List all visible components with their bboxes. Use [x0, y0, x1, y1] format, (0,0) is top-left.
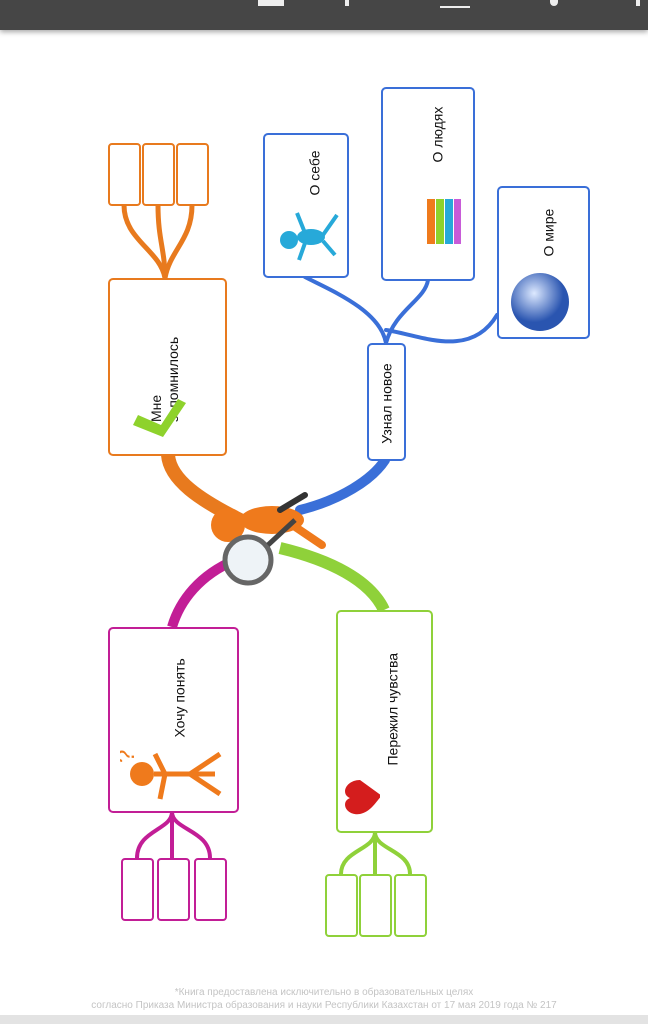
toolbar-icon[interactable] [550, 0, 558, 6]
empty-answer-box[interactable] [194, 858, 227, 921]
learned-node: Узнал новое [367, 343, 406, 461]
remembered-node: Мне запомнилось [108, 278, 227, 456]
blue-branch [295, 275, 499, 515]
toolbar-icon[interactable] [258, 0, 284, 6]
empty-answer-box[interactable] [325, 874, 358, 937]
footer-line-2: согласно Приказа Министра образования и … [91, 1000, 557, 1011]
empty-answer-box[interactable] [157, 858, 190, 921]
question-figure-icon: ? [120, 750, 222, 800]
green-sub-branches [339, 831, 412, 875]
empty-answer-box[interactable] [108, 143, 141, 206]
empty-answer-box[interactable] [142, 143, 175, 206]
want-understand-node: Хочу понять ? [108, 627, 239, 813]
want-understand-label: Хочу понять [171, 658, 188, 738]
about-people-label: О людях [429, 106, 446, 163]
figure-with-magnifier-icon [211, 492, 326, 586]
about-self-node: О себе [263, 133, 349, 278]
svg-text:?: ? [120, 750, 140, 763]
toolbar-icon[interactable] [440, 0, 470, 8]
heart-icon [345, 780, 380, 815]
viewer-toolbar [0, 0, 648, 30]
empty-answer-box[interactable] [121, 858, 154, 921]
about-people-node: О людях [381, 87, 475, 281]
felt-node: Пережил чувства [336, 610, 433, 833]
empty-answer-box[interactable] [176, 143, 209, 206]
felt-label: Пережил чувства [384, 652, 401, 766]
about-self-label: О себе [306, 150, 323, 196]
magenta-sub-branches [135, 811, 212, 859]
toolbar-icon[interactable] [345, 0, 349, 6]
empty-answer-box[interactable] [394, 874, 427, 937]
green-branch [278, 542, 390, 613]
about-world-label: О мире [540, 208, 557, 257]
person-icon [280, 212, 339, 261]
footer-line-1: *Книга предоставлена исключительно в обр… [174, 987, 474, 998]
empty-answer-box[interactable] [359, 874, 392, 937]
globe-icon [511, 273, 569, 331]
people-icon [427, 199, 461, 244]
learned-label: Узнал новое [378, 363, 395, 444]
about-world-node: О мире [497, 186, 590, 339]
copyright-notice: *Книга предоставлена исключительно в обр… [0, 986, 648, 1012]
toolbar-icon[interactable] [636, 0, 640, 6]
checkmark-icon [133, 399, 186, 437]
page-bottom-edge [0, 1015, 648, 1024]
